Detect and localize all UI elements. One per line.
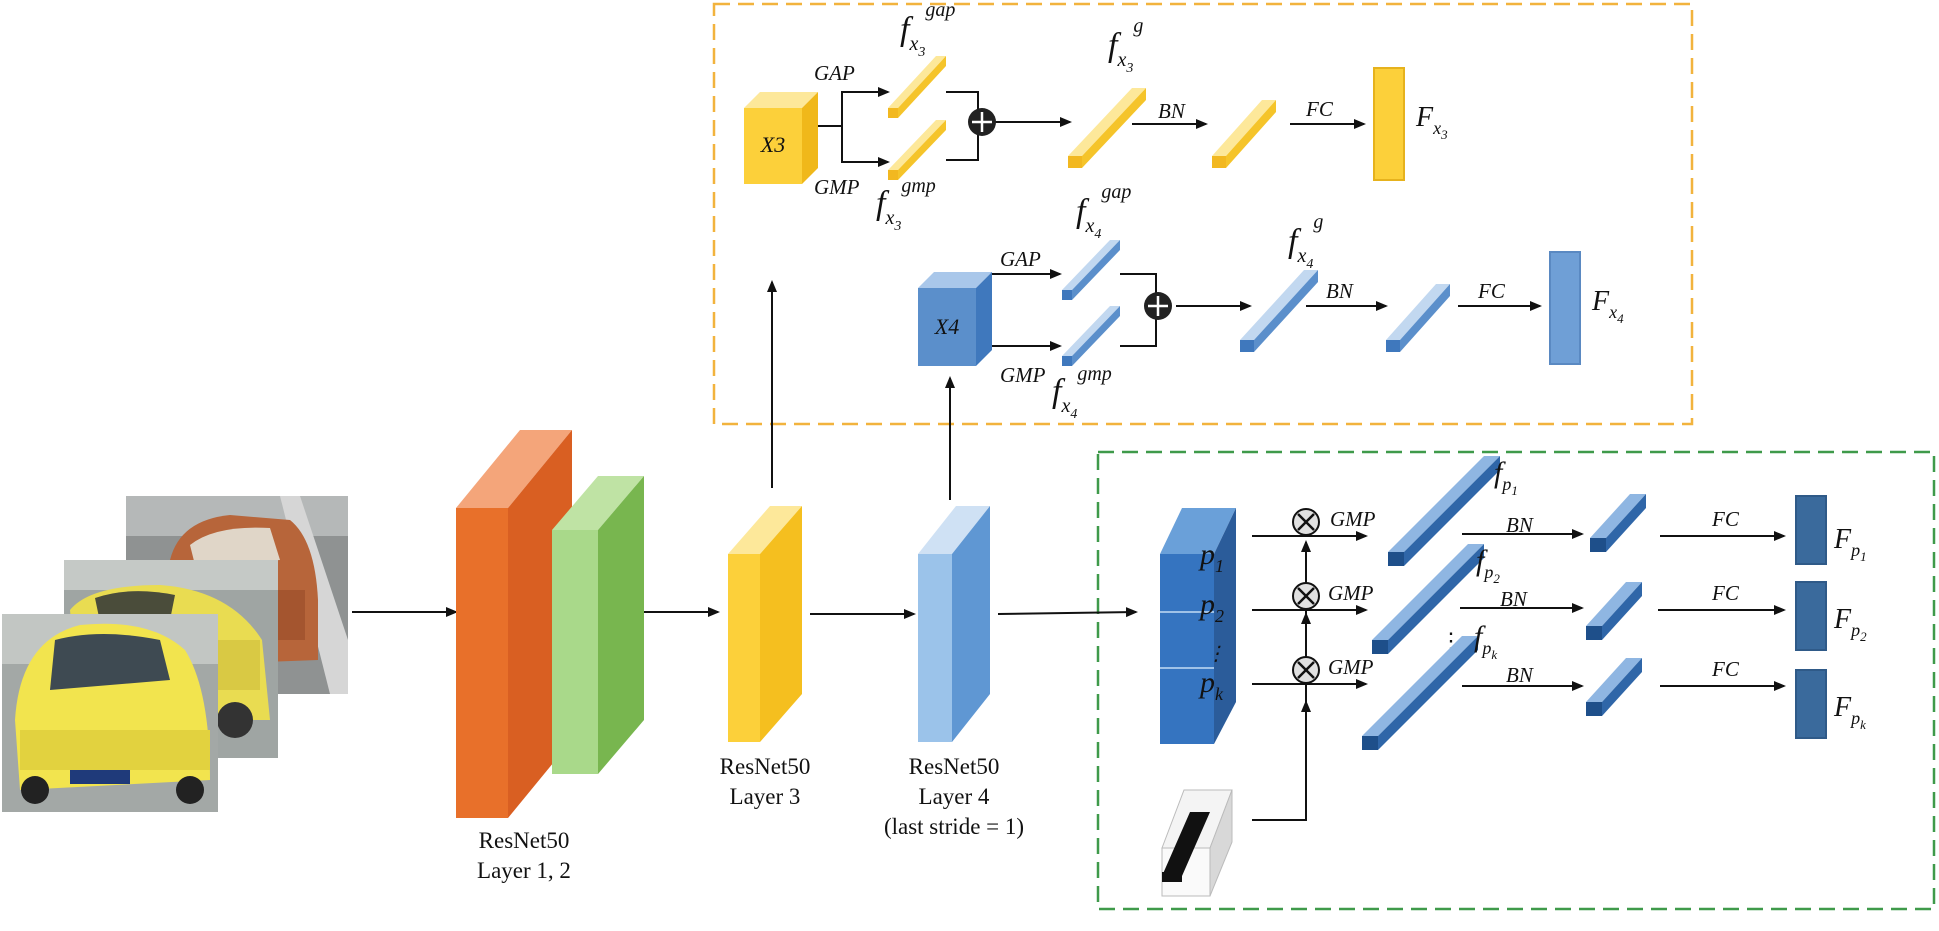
x3-fg-label: fx3g: [1108, 15, 1143, 76]
x4-fgap-label: fx4gap: [1076, 181, 1131, 242]
part-dots: ⋮: [1206, 643, 1226, 665]
car-yellow-front-photo: [2, 614, 218, 812]
partk-fc-label: FC: [1711, 657, 1740, 681]
arrow-layer4-to-parts: [997, 607, 1138, 618]
layer4-block: [918, 506, 990, 742]
x3-tensor-cube: X3: [744, 92, 818, 184]
partk-f-vector: [1362, 636, 1478, 750]
layer4-caption-line2: Layer 4: [919, 784, 990, 809]
part2-output-bar: [1795, 581, 1827, 651]
x3-bn-vector: [1212, 100, 1276, 168]
partk-multiply-icon: [1292, 656, 1320, 684]
part2-bn-label: BN: [1500, 587, 1528, 611]
part1-output-label: Fp1: [1833, 524, 1867, 564]
part2-gmp-label: GMP: [1328, 581, 1374, 605]
x4-bn-label: BN: [1326, 279, 1354, 303]
part1-fc-label: FC: [1711, 507, 1740, 531]
part2-output-label: Fp2: [1833, 604, 1867, 644]
part2-multiply-icon: [1292, 582, 1320, 610]
partk-f-label: fpk: [1474, 620, 1497, 662]
layer3-caption-line2: Layer 3: [730, 784, 801, 809]
x4-fg-label: fx4g: [1288, 211, 1323, 272]
part1-bn-vector: [1590, 494, 1646, 552]
x4-output-label: Fx4: [1591, 286, 1624, 326]
part1-f-label: fp1: [1494, 456, 1518, 498]
x3-split-arrows: [818, 91, 886, 163]
part-feature-map: ⋮: [1160, 508, 1236, 744]
part1-gmp-label: GMP: [1330, 507, 1376, 531]
x3-gap-label: GAP: [814, 61, 855, 85]
x3-fc-label: FC: [1305, 97, 1334, 121]
part-branch-box: [1096, 450, 1936, 911]
layer4-caption-line3: (last stride = 1): [884, 814, 1024, 839]
part2-f-label: fp2: [1476, 544, 1500, 586]
part2-fc-label: FC: [1711, 581, 1740, 605]
layer12-caption-line1: ResNet50: [479, 828, 570, 853]
x4-output-bar: [1549, 251, 1581, 365]
layer12-caption-line2: Layer 1, 2: [477, 858, 571, 883]
part1-bn-label: BN: [1506, 513, 1534, 537]
x3-fgmp-label: fx3gmp: [876, 175, 936, 234]
x4-gmp-label: GMP: [1000, 363, 1046, 387]
x3-fg-vector: [1068, 88, 1146, 168]
part1-output-bar: [1795, 495, 1827, 565]
x4-tensor-cube: X4: [918, 272, 992, 366]
x4-gap-label: GAP: [1000, 247, 1041, 271]
part2-f-vector: [1372, 544, 1484, 654]
part1-f-vector: [1388, 456, 1500, 566]
x3-gap-vector: [888, 56, 946, 118]
partk-gmp-label: GMP: [1328, 655, 1374, 679]
part2-bn-vector: [1586, 582, 1642, 640]
x3-bn-label: BN: [1158, 99, 1186, 123]
layer12-green-block: [552, 476, 644, 774]
mask-to-gate-line: [1252, 700, 1311, 821]
x4-fgmp-label: fx4gmp: [1052, 363, 1112, 422]
x4-fc-label: FC: [1477, 279, 1506, 303]
part-row-k: GMP BN FC fpk Fpk: [1252, 620, 1866, 750]
x4-add-icon: [1144, 292, 1172, 320]
x3-fgap-label: fx3gap: [900, 0, 955, 60]
x4-tensor-label: X4: [934, 314, 959, 339]
x4-gap-vector: [1062, 240, 1120, 300]
x3-gmp-label: GMP: [814, 175, 860, 199]
part-label-1: p1: [1198, 538, 1224, 576]
x4-bn-vector: [1386, 284, 1450, 352]
part-row-2: GMP BN FC fp2 Fp2: [1252, 544, 1867, 654]
partk-bn-label: BN: [1506, 663, 1534, 687]
x4-gmp-vector: [1062, 306, 1120, 366]
x3-output-label: Fx3: [1415, 102, 1448, 142]
x4-fg-vector: [1240, 270, 1318, 352]
x3-gmp-vector: [888, 120, 946, 180]
layer4-caption-line1: ResNet50: [909, 754, 1000, 779]
x3-tensor-label: X3: [760, 132, 785, 157]
global-branch-box: [712, 2, 1694, 426]
part-label-k: pk: [1198, 666, 1224, 704]
attention-mask-block: [1161, 789, 1233, 897]
part-label-2: p2: [1198, 588, 1224, 626]
layer3-block: [728, 506, 802, 742]
part1-multiply-icon: [1292, 508, 1320, 536]
x3-add-icon: [968, 108, 996, 136]
x3-merge-lines: [946, 91, 1070, 161]
partk-output-bar: [1795, 669, 1827, 739]
partk-output-label: Fpk: [1833, 692, 1866, 732]
layer3-caption-line1: ResNet50: [720, 754, 811, 779]
input-images: [2, 496, 348, 812]
part-row-1: GMP BN FC fp1 Fp1: [1252, 456, 1867, 566]
partk-bn-vector: [1586, 658, 1642, 716]
x3-output-bar: [1373, 67, 1405, 181]
